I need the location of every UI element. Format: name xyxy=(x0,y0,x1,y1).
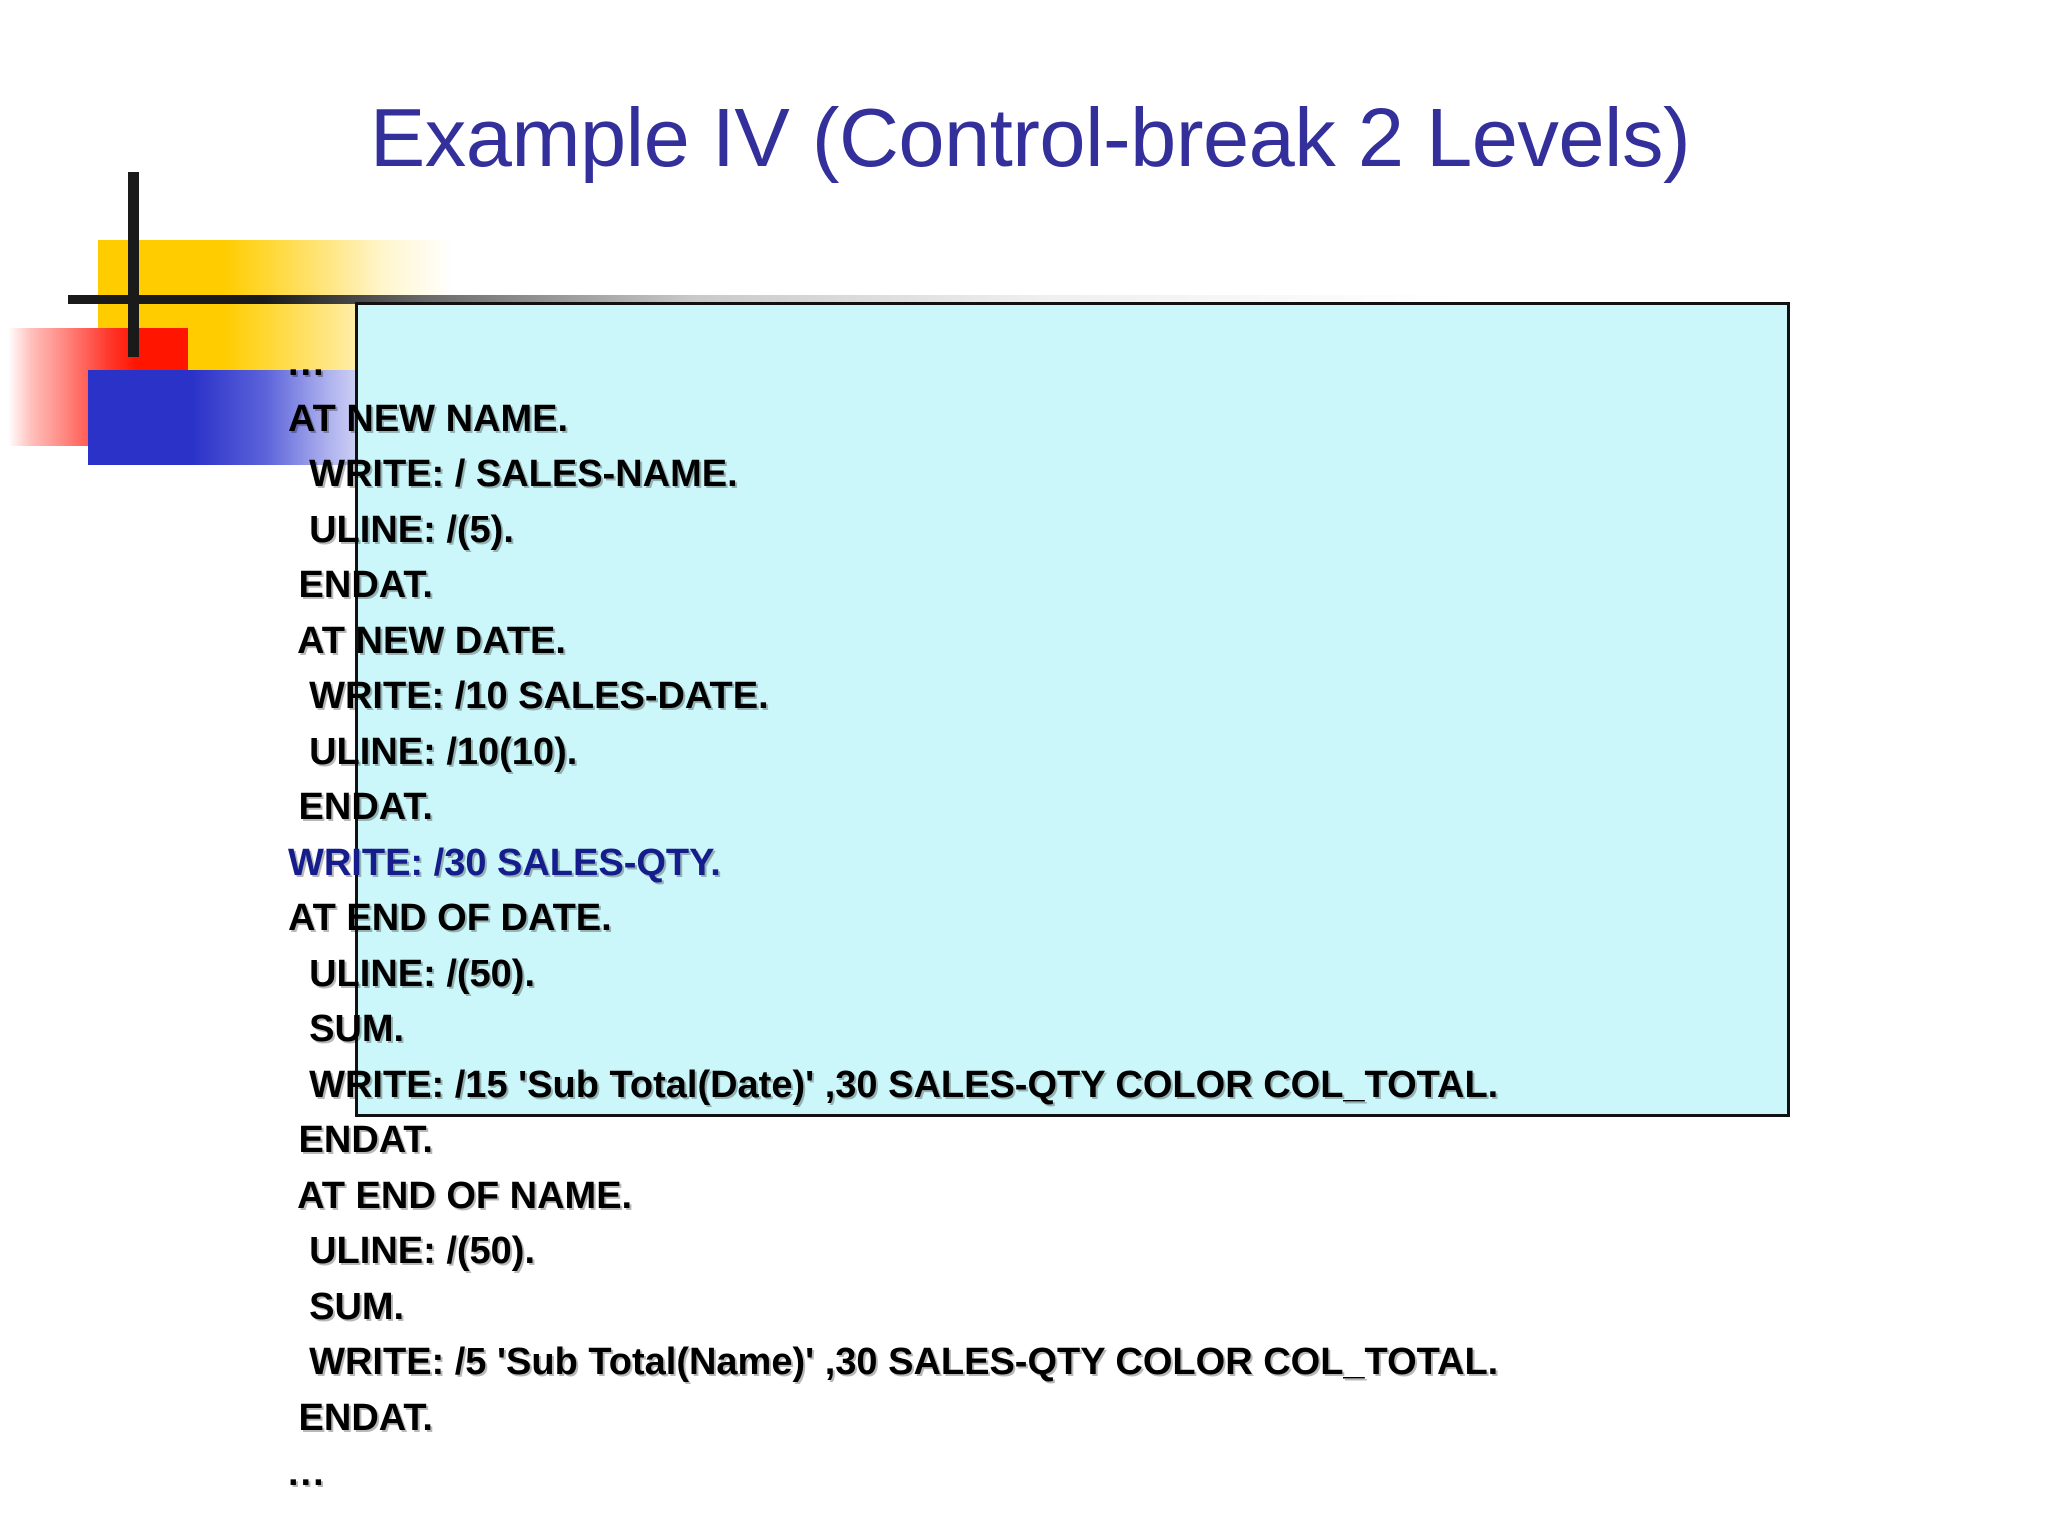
code-line: AT END OF NAME. xyxy=(288,1174,633,1217)
slide-title: Example IV (Control-break 2 Levels) xyxy=(369,91,1691,184)
red-square-fade-icon xyxy=(8,328,136,446)
code-line: ENDAT. xyxy=(288,1396,433,1439)
code-line: SUM. xyxy=(288,1285,405,1328)
code-line: ENDAT. xyxy=(288,1119,433,1161)
code-line: WRITE: /5 'Sub Total(Name)' ,30 SALES-QT… xyxy=(288,1341,1499,1383)
code-line: AT NEW DATE. xyxy=(288,619,566,662)
code-line: SUM. xyxy=(288,1008,405,1050)
code-line: ENDAT. xyxy=(288,786,433,828)
code-line: ULINE: /(50). xyxy=(288,1230,536,1272)
red-square-icon xyxy=(136,328,188,446)
yellow-square-icon xyxy=(98,240,223,370)
code-line: WRITE: /30 SALES-QTY. xyxy=(288,841,721,884)
code-block-background xyxy=(355,302,1790,1117)
code-line: WRITE: /10 SALES-DATE. xyxy=(288,675,769,717)
code-line: AT END OF DATE. xyxy=(288,897,612,939)
code-line: ... xyxy=(288,342,326,384)
blue-square-icon xyxy=(88,370,192,465)
code-line: ULINE: /(5). xyxy=(288,508,514,551)
cross-vertical-icon xyxy=(128,172,139,357)
code-line: ULINE: /10(10). xyxy=(288,730,578,773)
code-line: WRITE: /15 'Sub Total(Date)' ,30 SALES-Q… xyxy=(288,1063,1499,1106)
code-line: ENDAT. xyxy=(288,564,433,606)
code-line: AT NEW NAME. xyxy=(288,397,569,440)
abap-code-listing: ... AT NEW NAME. WRITE: / SALES-NAME. ULI… xyxy=(288,336,1988,1502)
code-line: ULINE: /(50). xyxy=(288,952,536,995)
code-line: WRITE: / SALES-NAME. xyxy=(288,453,738,495)
code-line: ... xyxy=(288,1452,326,1494)
